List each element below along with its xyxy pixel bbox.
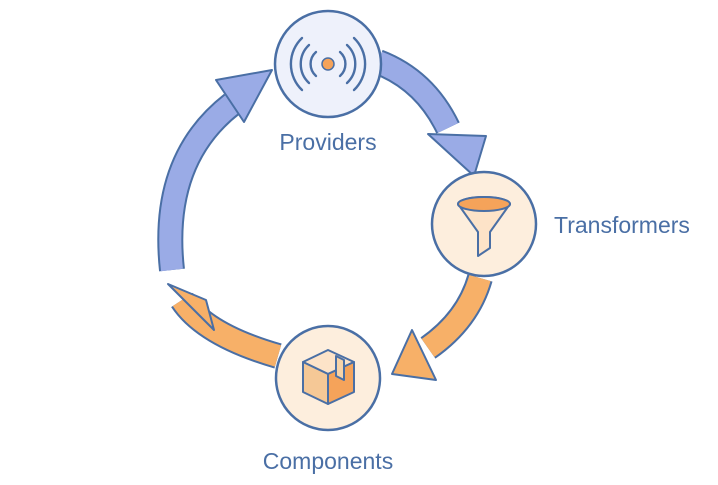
node-providers: Providers [273, 9, 383, 155]
box-package-icon [302, 349, 355, 405]
signal-broadcast-icon [289, 36, 367, 92]
arrow-providers-to-transformers [373, 49, 487, 177]
transformers-label: Transformers [554, 212, 690, 238]
arrow-components-to-providers [157, 69, 282, 369]
arrow-transformers-to-components [391, 274, 493, 381]
funnel-icon [457, 196, 511, 257]
node-transformers: Transformers [430, 170, 690, 278]
node-components: Components [263, 324, 393, 474]
providers-label: Providers [279, 129, 376, 155]
components-label: Components [263, 448, 393, 474]
